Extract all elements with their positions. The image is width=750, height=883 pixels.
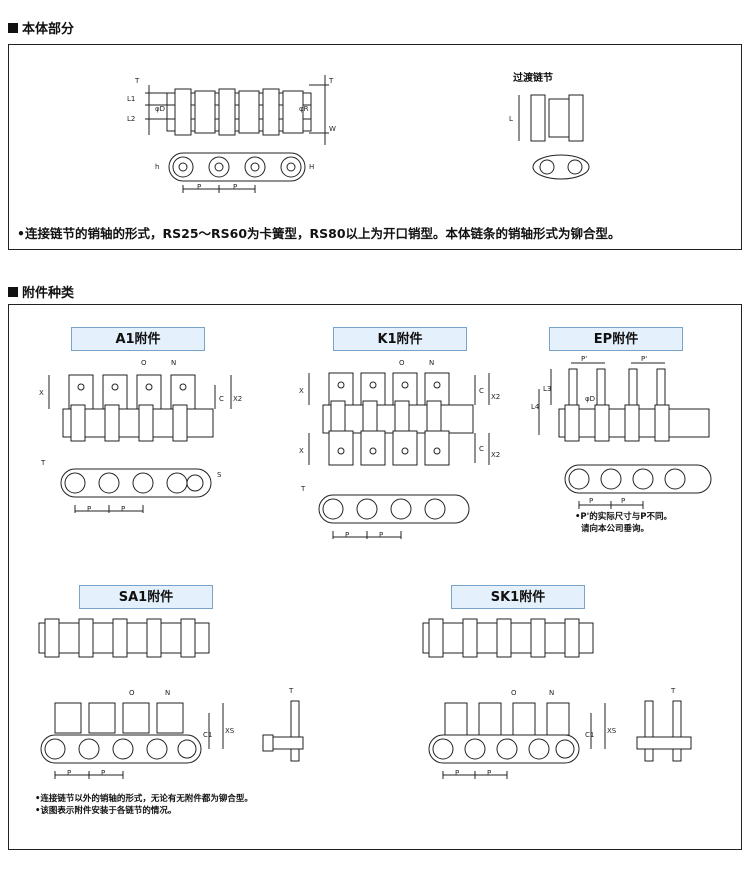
attachment-label-a1: A1附件 [71, 327, 205, 351]
sk1-dim-T: T [670, 687, 676, 695]
k1-dim-X2-top: X2 [491, 393, 500, 401]
k1-dim-P1: P [345, 531, 349, 539]
attachment-diagrams: X O N C X2 T S P P X X O N [38, 355, 712, 779]
square-bullet-icon [8, 286, 18, 297]
bottom-note-line1: •连接链节以外的销轴的形式，无论有无附件都为铆合型。 [35, 794, 253, 804]
k1-dim-X-bottom: X [299, 447, 304, 455]
a1-dim-X: X [39, 389, 44, 397]
a1-dim-T: T [40, 459, 46, 467]
section2-title: 附件种类 [8, 282, 74, 301]
k1-dim-C-top: C [479, 387, 484, 395]
ep-dim-Pprime-1: P' [581, 355, 587, 363]
sk1-dim-N: N [549, 689, 554, 697]
chain-body-diagram: T L1 L2 φD φR T W h H P P [127, 75, 590, 193]
sk1-dim-C1: C1 [585, 731, 594, 739]
dim-phiR: φR [299, 105, 309, 113]
dim-W: W [329, 125, 336, 133]
a1-dim-P2: P [121, 505, 125, 513]
sk1-dim-P2: P [487, 769, 491, 777]
sa1-dim-C1: C1 [203, 731, 212, 739]
ep-note-line1: •P'的实际尺寸与P不同。 [575, 512, 672, 522]
ep-dim-P2: P [621, 497, 625, 505]
sa1-dim-N: N [165, 689, 170, 697]
a1-dim-X2: X2 [233, 395, 242, 403]
dim-T-left: T [134, 77, 140, 85]
dim-L1: L1 [127, 95, 135, 103]
bottom-note: •连接链节以外的销轴的形式，无论有无附件都为铆合型。 •该图表示附件安装于各链节… [35, 793, 253, 817]
a1-dim-S: S [217, 471, 222, 479]
a1-dim-P1: P [87, 505, 91, 513]
k1-dim-T: T [300, 485, 306, 493]
section1-panel: T L1 L2 φD φR T W h H P P [8, 44, 742, 250]
section1-title: 本体部分 [8, 18, 74, 37]
k1-dim-P2: P [379, 531, 383, 539]
dim-P1: P [197, 183, 201, 191]
k1-dim-X2-bottom: X2 [491, 451, 500, 459]
sa1-dim-XS: XS [225, 727, 235, 735]
k1-dim-N: N [429, 359, 434, 367]
dim-T-right: T [328, 77, 334, 85]
sa1-dim-T: T [288, 687, 294, 695]
ep-dim-L4: L4 [531, 403, 540, 411]
attachment-label-k1: K1附件 [333, 327, 467, 351]
dim-H: H [309, 163, 314, 171]
section2-panel: A1附件 K1附件 EP附件 SA1附件 SK1附件 X O N C X2 [8, 304, 742, 850]
dim-P2: P [233, 183, 237, 191]
transition-link-title: 过渡链节 [513, 73, 553, 84]
sa1-dim-P2: P [101, 769, 105, 777]
attachment-label-sa1: SA1附件 [79, 585, 213, 609]
ep-dim-Pprime-2: P' [641, 355, 647, 363]
ep-note: •P'的实际尺寸与P不同。 请向本公司垂询。 [575, 511, 672, 535]
attachment-label-ep: EP附件 [549, 327, 683, 351]
bottom-note-line2: •该图表示附件安装于各链节的情况。 [35, 806, 177, 816]
a1-dim-O: O [141, 359, 147, 367]
k1-dim-C-bottom: C [479, 445, 484, 453]
sk1-dim-P1: P [455, 769, 459, 777]
sa1-dim-O: O [129, 689, 135, 697]
sk1-dim-XS: XS [607, 727, 617, 735]
ep-dim-L3: L3 [543, 385, 551, 393]
section1-note: •连接链节的销轴的形式，RS25～RS60为卡簧型，RS80以上为开口销型。本体… [17, 226, 621, 241]
ep-dim-phiD: φD [585, 395, 595, 403]
a1-dim-C: C [219, 395, 224, 403]
k1-dim-O: O [399, 359, 405, 367]
ep-dim-P1: P [589, 497, 593, 505]
k1-dim-X-top: X [299, 387, 304, 395]
sk1-dim-O: O [511, 689, 517, 697]
ep-note-line2: 请向本公司垂询。 [581, 524, 650, 534]
a1-dim-N: N [171, 359, 176, 367]
square-bullet-icon [8, 22, 18, 33]
dim-L: L [509, 115, 513, 123]
attachment-label-sk1: SK1附件 [451, 585, 585, 609]
dim-L2: L2 [127, 115, 135, 123]
sa1-dim-P1: P [67, 769, 71, 777]
dim-h: h [155, 163, 159, 171]
dim-phiD: φD [155, 105, 165, 113]
